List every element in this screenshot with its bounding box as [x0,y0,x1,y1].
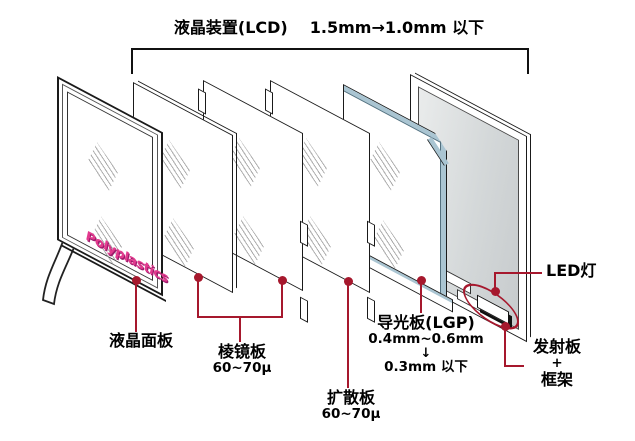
callout-dot [417,276,426,285]
label-lgp-current: 0.4mm~0.6mm [368,330,484,347]
label-lcd-panel: 液晶面板 [108,331,174,350]
callout-line [504,365,524,367]
callout-line [494,272,542,274]
callout-dot [278,276,287,285]
sheet-tab [265,88,273,115]
label-prism-sheets: 棱镜板 60~70μ [213,343,272,376]
label-prism-spec: 60~70μ [212,359,272,376]
callout-dot [132,276,141,285]
label-diffuser-name: 扩散板 [326,388,376,407]
label-led: LED灯 [546,261,597,280]
callout-line [347,282,349,388]
callout-dot [194,273,203,282]
callout-line [504,327,506,367]
label-reflector-frame: 发射板 + 框架 [533,338,581,389]
label-reflector: 发射板 [532,337,582,356]
callout-dot [491,287,500,296]
callout-dot [501,322,510,331]
sheet-tab [198,88,206,115]
label-diffuser-sheet: 扩散板 60~70μ [322,389,381,422]
title-device: 液晶装置(LCD) [173,18,288,37]
diagram-title: 液晶装置(LCD) 1.5mm→1.0mm 以下 [131,14,527,38]
glass-shine-icon [164,213,194,271]
glass-shine-icon [160,135,190,193]
down-arrow-icon: ↓ [420,346,432,362]
label-light-guide-plate: 导光板(LGP) 0.4mm~0.6mm ↓ 0.3mm 以下 [368,314,483,375]
label-lgp-target: 0.3mm 以下 [384,359,468,376]
callout-line [135,281,137,332]
callout-dot [344,277,353,286]
callout-line [197,278,199,318]
callout-line [494,272,496,293]
callout-line [420,281,422,313]
callout-line [239,316,241,342]
plus-sign: + [551,354,563,371]
label-lgp-name: 导光板(LGP) [377,313,475,332]
sheet-tab [367,220,375,247]
glass-shine-icon [370,137,400,195]
label-prism-name: 棱镜板 [217,342,267,361]
label-frame: 框架 [540,370,574,390]
glass-shine-icon [230,133,260,191]
label-diffuser-spec: 60~70μ [321,405,381,422]
glass-shine-icon [88,137,118,195]
lcd-display-area: Polyplastics [67,91,168,287]
top-bracket [131,48,529,74]
sheet-tab [300,296,308,323]
title-thickness: 1.5mm→1.0mm 以下 [309,18,485,37]
callout-line [281,281,283,318]
sheet-tab [300,220,308,247]
glass-shine-icon [234,211,264,269]
